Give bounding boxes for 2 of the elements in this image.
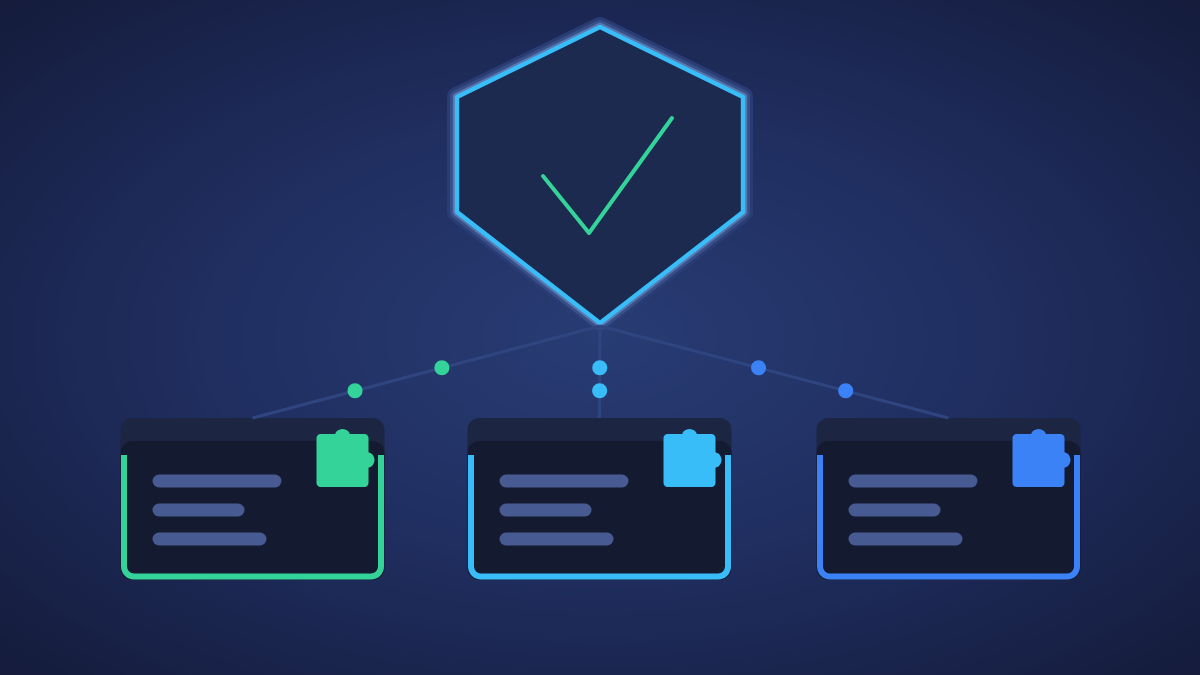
connector-line [599,324,949,420]
connector-line [252,324,601,420]
